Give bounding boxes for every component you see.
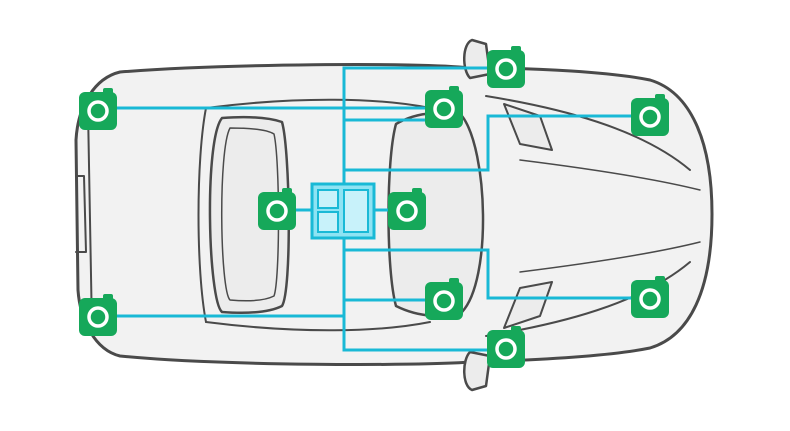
right-mirror-camera (487, 326, 525, 368)
camera-icon (487, 330, 525, 368)
camera-lens (495, 338, 517, 360)
hub-module-left (317, 189, 339, 209)
camera-top-bump (655, 94, 665, 101)
camera-icon (79, 92, 117, 130)
camera-icon (425, 282, 463, 320)
camera-top-bump (412, 188, 422, 195)
camera-top-bump (449, 86, 459, 93)
camera-top-bump (103, 88, 113, 95)
windshield-lower-camera (425, 278, 463, 320)
camera-top-bump (511, 46, 521, 53)
rear-plate (75, 175, 87, 253)
camera-top-bump (449, 278, 459, 285)
left-mirror-camera (487, 46, 525, 88)
rear-left-camera (79, 88, 117, 130)
front-right-camera (631, 276, 669, 318)
cabin-side-left (197, 107, 207, 323)
central-processing-unit (310, 182, 376, 240)
camera-lens (87, 306, 109, 328)
camera-icon (487, 50, 525, 88)
camera-top-bump (511, 326, 521, 333)
hub-module-right (343, 189, 369, 233)
camera-icon (258, 192, 296, 230)
wire-segment-8 (342, 248, 652, 300)
hood-center (519, 159, 701, 191)
cameras (79, 46, 669, 368)
camera-icon (425, 90, 463, 128)
rear-window (208, 115, 290, 314)
roof-line-left (205, 98, 431, 109)
hub-module-left-lower (317, 211, 339, 233)
camera-icon (631, 280, 669, 318)
camera-lens (266, 200, 288, 222)
camera-lens (639, 288, 661, 310)
headlight-right (503, 281, 553, 329)
camera-lens (495, 58, 517, 80)
windshield-upper-camera (425, 86, 463, 128)
front-left-camera (631, 94, 669, 136)
camera-top-bump (103, 294, 113, 301)
camera-lens (639, 106, 661, 128)
right-mirror (463, 350, 492, 392)
camera-top-bump (655, 276, 665, 283)
camera-lens (433, 290, 455, 312)
camera-lens (87, 100, 109, 122)
camera-top-bump (282, 188, 292, 195)
rear-right-camera (79, 294, 117, 336)
camera-icon (79, 298, 117, 336)
wire-segment-7 (342, 114, 652, 172)
wire-segment-3 (342, 314, 508, 352)
camera-lens (433, 98, 455, 120)
camera-icon (388, 192, 426, 230)
rear-window-inner (221, 127, 280, 302)
hood-line-left (485, 95, 691, 171)
roof-line-right (205, 321, 431, 332)
rear-bumper-line (87, 109, 93, 331)
camera-lens (396, 200, 418, 222)
camera-icon (631, 98, 669, 136)
cabin-front-camera (388, 188, 426, 230)
left-mirror (463, 38, 492, 80)
cabin-rear-camera (258, 188, 296, 230)
hood-center-2 (519, 241, 701, 273)
